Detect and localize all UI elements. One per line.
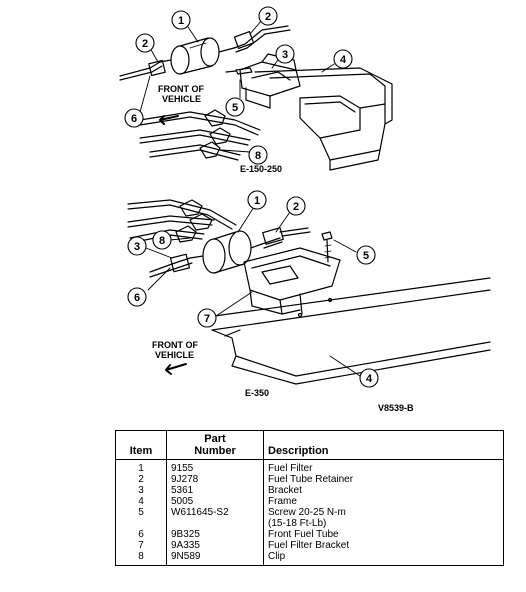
cell-item: 5 [115, 507, 167, 529]
front-arrow-bottom [165, 363, 187, 375]
cell-item: 2 [115, 474, 167, 485]
header-description: Description [263, 430, 504, 460]
cell-part-number: 9J278 [166, 474, 264, 485]
screw-top [225, 67, 253, 75]
bottom-view [127, 199, 491, 385]
table-row: 3 5361 Bracket [115, 485, 504, 496]
callout-circles [124, 6, 379, 388]
front-arrow-top [159, 115, 179, 125]
callout-bottom-1: 1 [254, 195, 260, 207]
bracket-top [239, 53, 301, 109]
table-row: 1 9155 Fuel Filter [115, 459, 504, 474]
fuel-filter-diagram: 1 2 2 3 4 5 6 8 1 2 8 3 5 6 7 4 FRONT OF… [119, 6, 491, 413]
cell-part-number: 9155 [166, 459, 264, 474]
cell-item: 3 [115, 485, 167, 496]
frame-rail-bottom [199, 277, 491, 385]
cell-part-number: 5361 [166, 485, 264, 496]
callout-bottom-3: 3 [134, 241, 140, 253]
front-of-vehicle-bottom-line1: FRONT OF [152, 340, 198, 350]
leaders-bottom [145, 206, 361, 377]
cell-description: Fuel Filter [263, 459, 504, 474]
fuel-lines-bottom [127, 199, 311, 278]
callout-top-2b: 2 [142, 38, 148, 50]
diagram-labels: FRONT OF VEHICLE FRONT OF VEHICLE E-150-… [152, 84, 414, 413]
cell-description: Fuel Filter Bracket [263, 540, 504, 551]
cell-part-number: 9A335 [166, 540, 264, 551]
figure-id: V8539-B [378, 403, 414, 413]
callout-bottom-5: 5 [363, 250, 369, 262]
table-row: 5 W611645-S2 Screw 20-25 N-m (15-18 Ft-L… [115, 507, 504, 529]
cell-description: Front Fuel Tube [263, 529, 504, 540]
frame-rail-top [254, 67, 393, 171]
table-row: 7 9A335 Fuel Filter Bracket [115, 540, 504, 551]
header-part-line1: Part [204, 433, 226, 445]
cell-description: Screw 20-25 N-m (15-18 Ft-Lb) [263, 507, 504, 529]
screw-bottom [321, 231, 333, 263]
top-view [119, 19, 393, 171]
callout-bottom-2: 2 [293, 201, 299, 213]
cell-description: Clip [263, 551, 504, 566]
cell-description-line1: Screw 20-25 N-m [268, 507, 346, 518]
callout-top-6: 6 [131, 113, 137, 125]
cell-part-number: 9B325 [166, 529, 264, 540]
callout-top-8: 8 [255, 150, 261, 162]
table-row: 2 9J278 Fuel Tube Retainer [115, 474, 504, 485]
parts-table: Item Part Number Description 1 9155 Fuel… [115, 430, 504, 566]
cell-item: 4 [115, 496, 167, 507]
cell-item: 6 [115, 529, 167, 540]
cell-description: Fuel Tube Retainer [263, 474, 504, 485]
cell-part-number: W611645-S2 [166, 507, 264, 529]
callout-numbers: 1 2 2 3 4 5 6 8 1 2 8 3 5 6 7 4 [131, 11, 373, 385]
callout-bottom-7: 7 [204, 313, 210, 325]
table-row: 6 9B325 Front Fuel Tube [115, 529, 504, 540]
callout-top-4: 4 [340, 54, 347, 66]
cell-description: Bracket [263, 485, 504, 496]
callout-top-1: 1 [178, 15, 184, 27]
front-of-vehicle-top-line1: FRONT OF [158, 84, 204, 94]
cell-item: 1 [115, 459, 167, 474]
cell-part-number: 5005 [166, 496, 264, 507]
cell-item: 7 [115, 540, 167, 551]
cell-item: 8 [115, 551, 167, 566]
callout-bottom-8: 8 [159, 235, 165, 247]
front-of-vehicle-bottom-line2: VEHICLE [155, 350, 194, 360]
front-of-vehicle-top-line2: VEHICLE [162, 94, 201, 104]
leaders-top [139, 19, 335, 153]
table-row: 4 5005 Frame [115, 496, 504, 507]
cell-description: Frame [263, 496, 504, 507]
callout-top-3: 3 [282, 49, 288, 61]
callout-top-5: 5 [232, 102, 238, 114]
table-row: 8 9N589 Clip [115, 551, 504, 566]
fuel-filter-bracket-bottom [243, 247, 341, 318]
fuel-filter-top [159, 37, 235, 75]
cell-description-line2: (15-18 Ft-Lb) [268, 518, 327, 529]
header-part-line2: Number [194, 445, 236, 457]
model-label-bottom: E-350 [245, 388, 269, 398]
cell-part-number: 9N589 [166, 551, 264, 566]
header-item: Item [115, 430, 167, 460]
header-part-number: Part Number [166, 430, 264, 460]
model-label-top: E-150-250 [240, 164, 282, 174]
parts-table-header: Item Part Number Description [115, 430, 504, 460]
fuel-lines-top [119, 25, 291, 161]
callout-top-2a: 2 [265, 11, 271, 23]
fuel-filter-bottom [189, 230, 263, 274]
callout-bottom-6: 6 [134, 292, 140, 304]
callout-bottom-4: 4 [366, 373, 373, 385]
